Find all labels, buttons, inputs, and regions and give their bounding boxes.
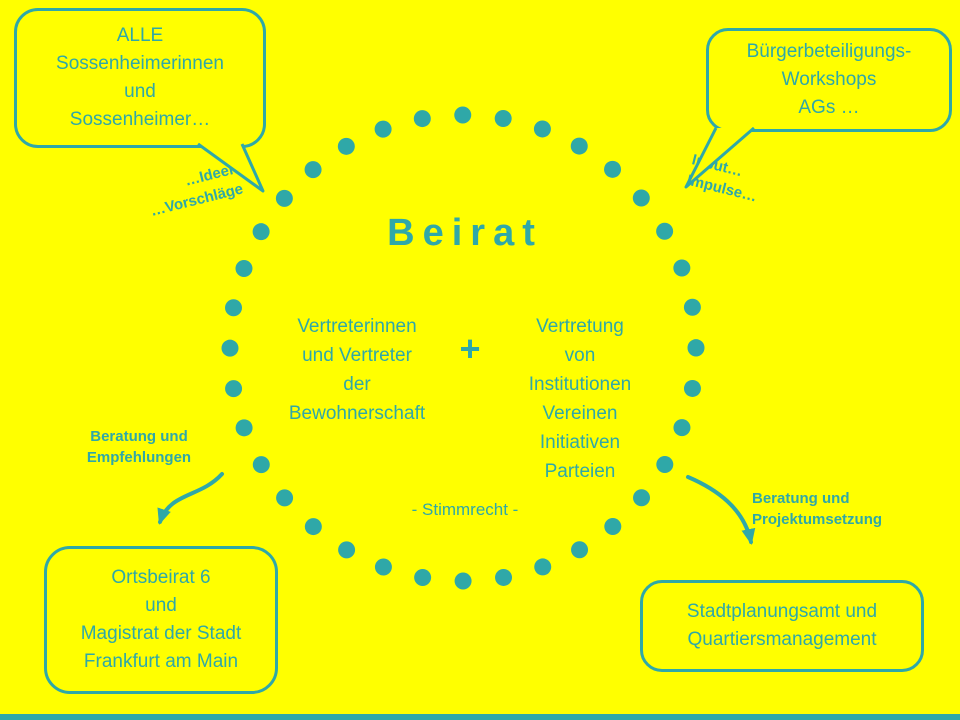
diagram-title: Beirat	[387, 212, 543, 254]
group-line: und Vertreter	[302, 345, 412, 366]
label-input-impulse: Input… Impulse…	[685, 149, 802, 216]
group-line: Vertretung	[536, 316, 624, 337]
group-line: Bewohnerschaft	[288, 403, 426, 424]
voting-right-note: - Stimmrecht -	[411, 500, 519, 519]
group-line: von	[564, 345, 596, 366]
members-residents-group: Vertreterinnen und Vertreter der Bewohne…	[272, 312, 442, 428]
box-line: Magistrat der Stadt	[80, 623, 242, 644]
bubble-line: und	[124, 81, 156, 102]
group-line: Institutionen	[528, 374, 632, 395]
label-beratung-projektumsetzung: Beratung und Projektumsetzung	[752, 488, 917, 530]
curved-arrow-right-icon	[686, 475, 756, 545]
box-line: und	[145, 595, 177, 616]
group-line: Vertreterinnen	[297, 316, 417, 337]
bubble-line: ALLE	[116, 25, 164, 46]
group-line: Vereinen	[542, 403, 618, 424]
label-line: Beratung und	[752, 490, 850, 507]
box-line: Quartiersmanagement	[687, 629, 877, 650]
box-ortsbeirat-magistrat: Ortsbeirat 6 und Magistrat der Stadt Fra…	[44, 546, 278, 694]
bubble-line: Sossenheimerinnen	[56, 53, 224, 74]
members-institutions-group: Vertretung von Institutionen Vereinen In…	[495, 312, 665, 486]
label-line: Beratung und	[90, 428, 188, 445]
bubble-alle-sossenheimer: ALLE Sossenheimerinnen und Sossenheimer…	[14, 8, 266, 148]
group-line: der	[343, 374, 371, 395]
box-line: Frankfurt am Main	[83, 651, 239, 672]
label-ideen-vorschlaege: …Ideen …Vorschläge	[119, 158, 246, 228]
group-line: Initiativen	[539, 432, 621, 453]
bubble-line: Bürgerbeteiligungs-	[746, 41, 912, 62]
box-line: Ortsbeirat 6	[111, 567, 211, 588]
label-line: Projektumsetzung	[752, 511, 883, 528]
group-line: Parteien	[544, 461, 616, 482]
box-stadtplanungsamt: Stadtplanungsamt und Quartiersmanagement	[640, 580, 924, 672]
bubble-line: Workshops	[781, 69, 877, 90]
bubble-buergerbeteiligung: Bürgerbeteiligungs- Workshops AGs …	[706, 28, 952, 132]
bubble-line: AGs …	[798, 97, 860, 118]
bubble-line: Sossenheimer…	[69, 109, 211, 130]
label-beratung-empfehlungen: Beratung und Empfehlungen	[74, 426, 204, 468]
plus-sign: +	[459, 328, 481, 369]
bottom-divider	[0, 714, 960, 720]
curved-arrow-left-icon	[157, 472, 224, 525]
label-line: Empfehlungen	[86, 449, 192, 466]
box-line: Stadtplanungsamt und	[686, 601, 878, 622]
